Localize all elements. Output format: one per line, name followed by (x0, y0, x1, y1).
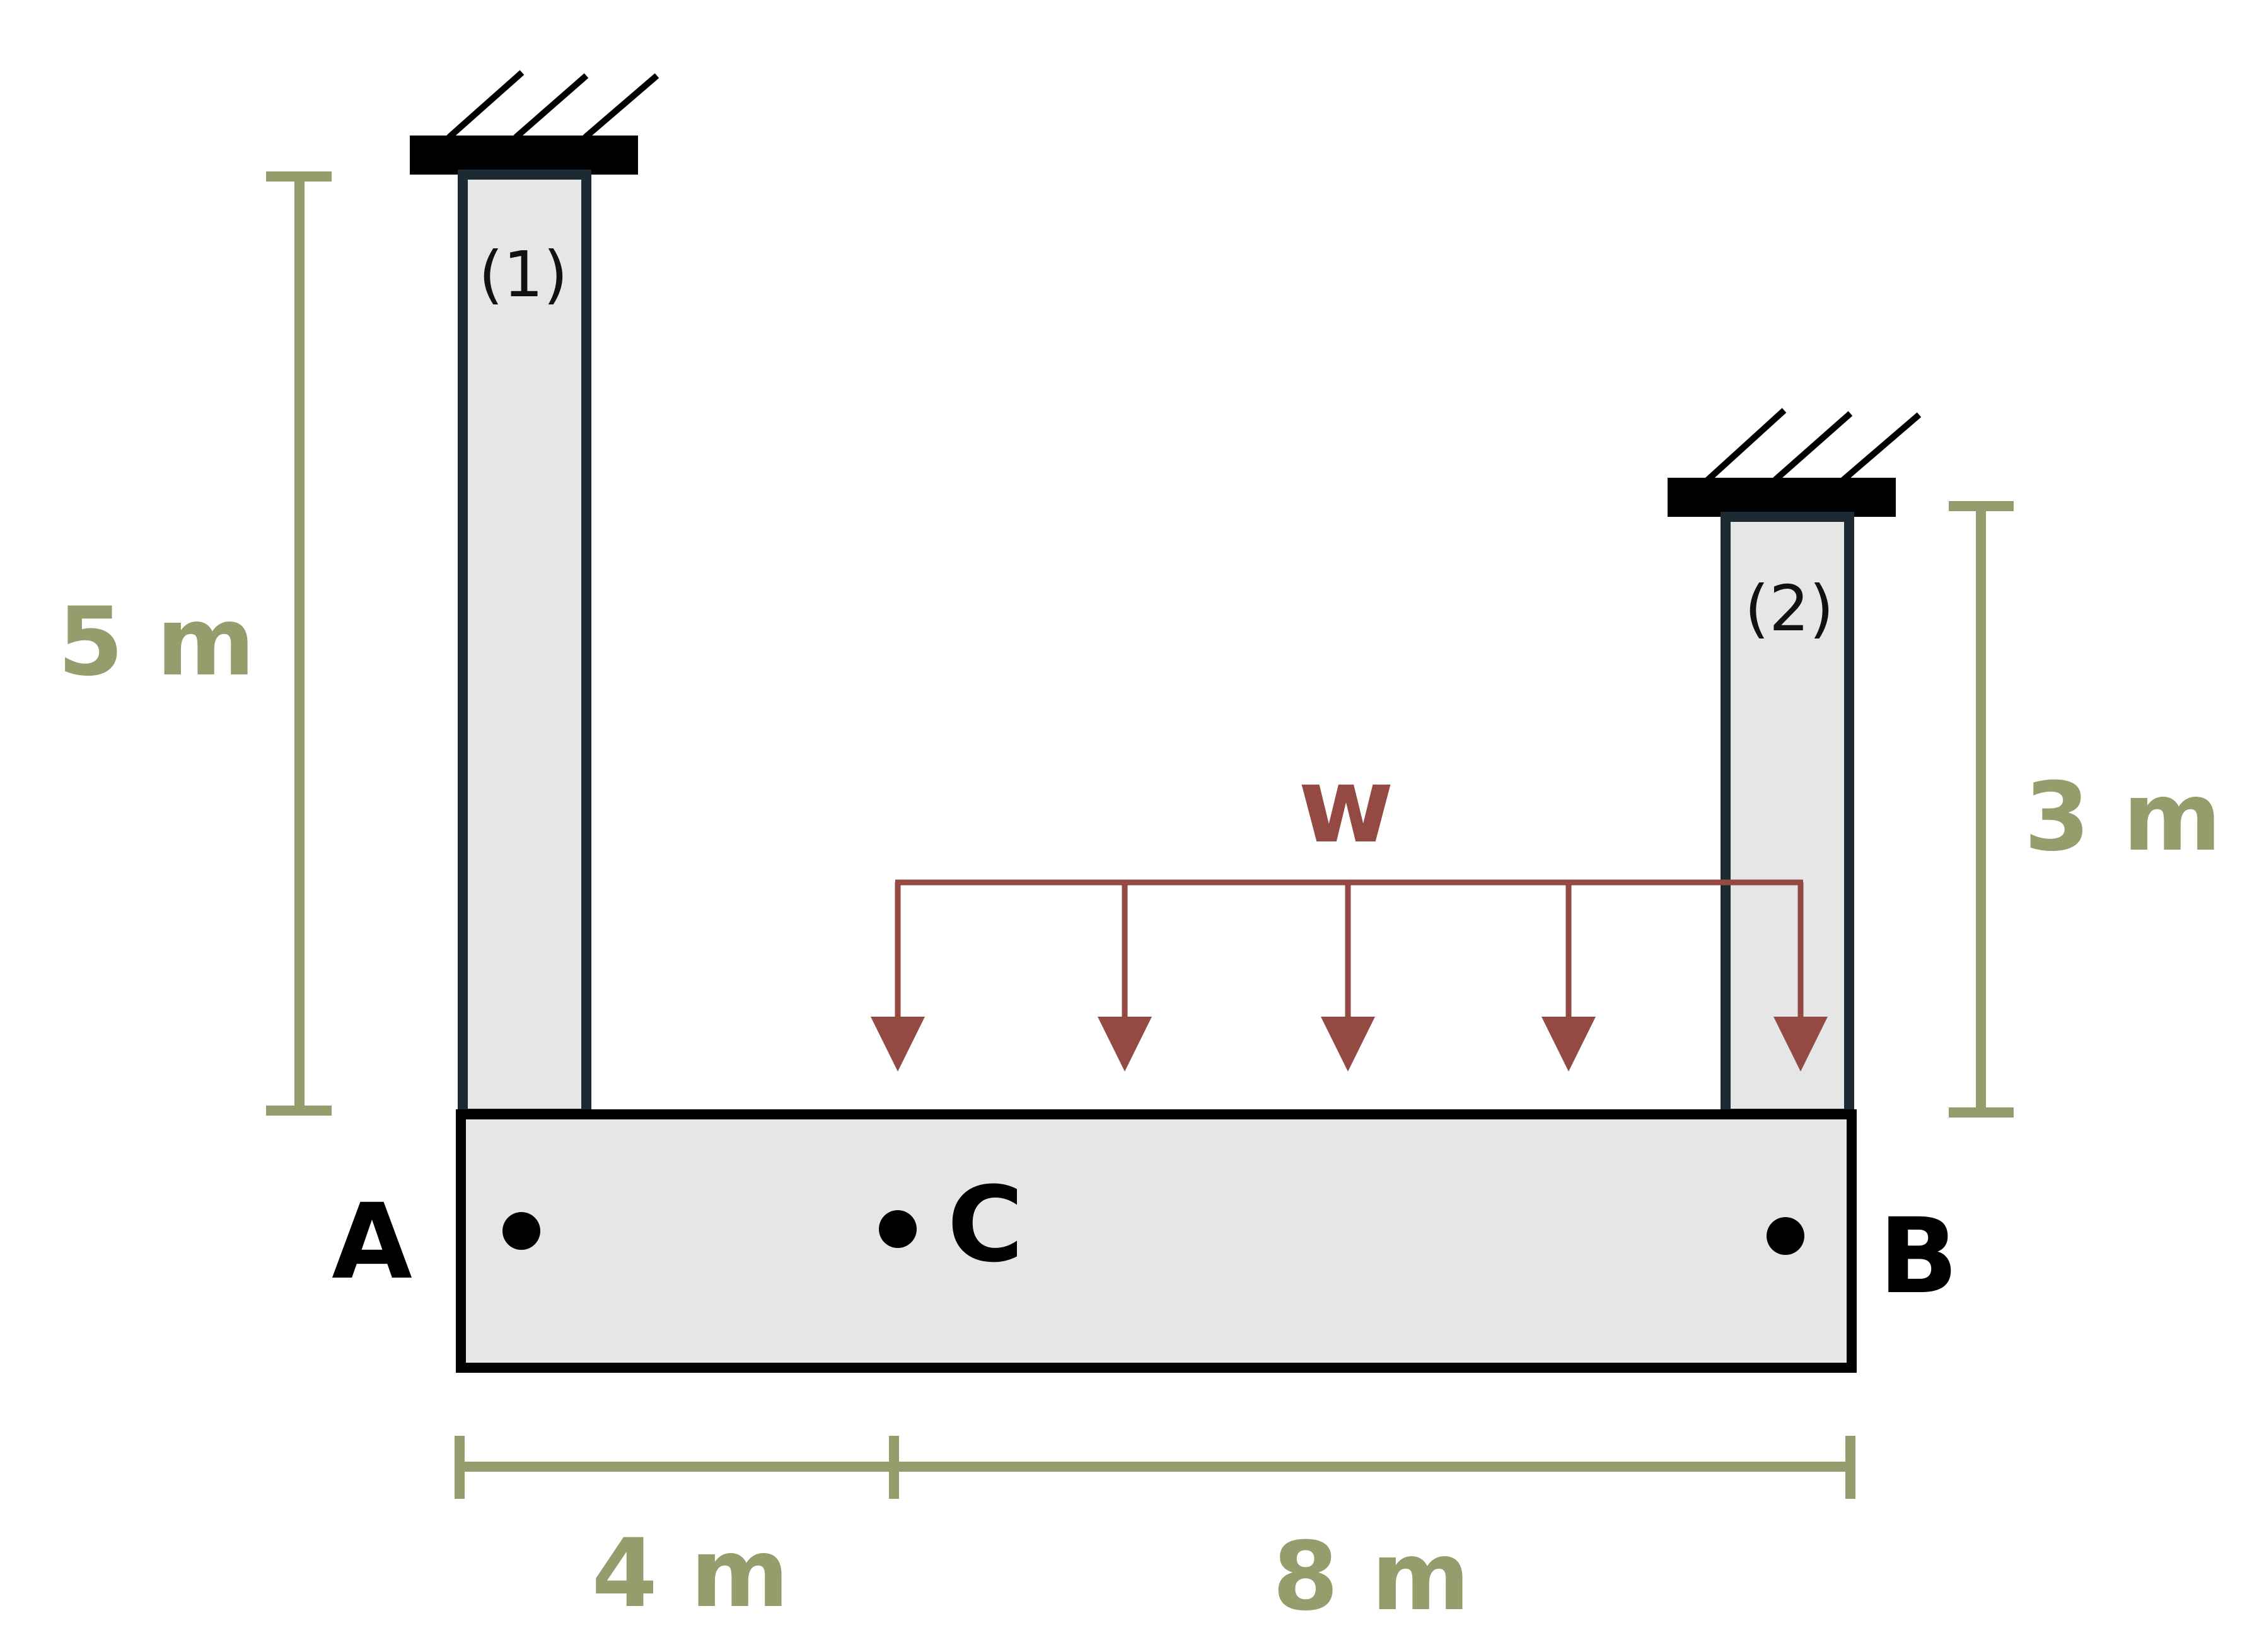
dim-a-c-label: 4 m (592, 1519, 789, 1629)
support-2-plate (1668, 478, 1896, 517)
rod-1 (458, 170, 591, 1119)
dim-c-b-label: 8 m (1273, 1522, 1470, 1632)
rod-1-label: (1) (479, 238, 568, 311)
dim-rod-2 (1949, 501, 2014, 1118)
point-c-label: C (947, 1164, 1023, 1285)
dim-horizontal (455, 1436, 1855, 1499)
support-1-plate (410, 136, 638, 175)
point-b-label: B (1879, 1196, 1958, 1317)
point-a-label: A (332, 1181, 412, 1302)
point-c-marker (879, 1210, 917, 1248)
point-b-marker (1767, 1217, 1804, 1255)
load-arrow (1321, 882, 1375, 1071)
dim-rod-1 (266, 171, 332, 1116)
support-1 (410, 70, 659, 175)
load-label: w (1298, 745, 1394, 866)
rigid-bar (456, 1109, 1857, 1373)
load-arrow (1541, 882, 1596, 1071)
load-arrow (1773, 882, 1828, 1071)
dim-rod-2-label: 3 m (2024, 763, 2222, 872)
dim-rod-1-label: 5 m (58, 587, 255, 697)
distributed-load (871, 879, 1828, 1071)
rod-2-label: (2) (1744, 572, 1834, 645)
support-2 (1668, 408, 1922, 517)
load-arrow (871, 882, 925, 1071)
support-1-hatching (446, 70, 659, 140)
support-2-hatching (1705, 408, 1922, 483)
point-a-marker (502, 1212, 540, 1250)
load-arrow (1098, 882, 1152, 1071)
